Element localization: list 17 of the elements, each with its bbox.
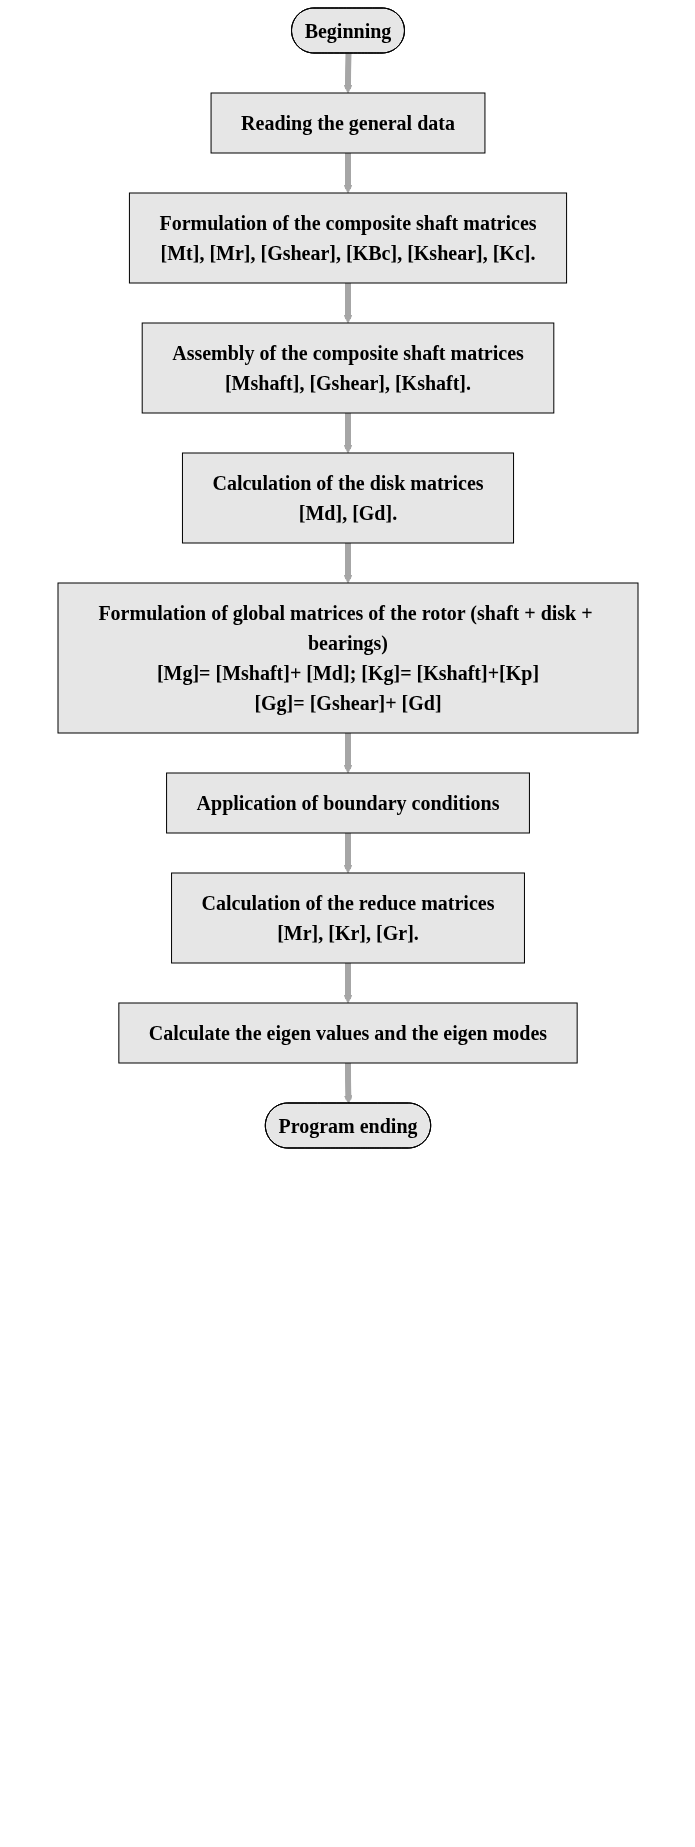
node-box: Calculate the eigen values and the eigen modes xyxy=(117,1002,578,1064)
node-box: Calculation of the reduce matrices [Mr], [Kr], [Gr]. xyxy=(170,872,525,964)
arrow xyxy=(343,153,352,194)
arrow xyxy=(343,543,352,584)
node-box: Assembly of the composite shaft matrices [Mshaft], [Gshear], [Kshaft]. xyxy=(141,322,554,414)
node-box: Reading the general data xyxy=(210,92,485,154)
arrow xyxy=(343,1063,353,1104)
node-box: Formulation of global matrices of the rotor (shaft + disk + bearings) [Mg]= [Mshaft]+ [Md]; [Kg]= [Kshaft]+[Kp] [Gg]= [Gshear]+ [Gd] xyxy=(57,582,638,734)
node-box: Application of boundary conditions xyxy=(165,772,530,834)
arrow xyxy=(343,413,352,454)
arrow xyxy=(343,963,352,1004)
node-box: Formulation of the composite shaft matrices [Mt], [Mr], [Gshear], [KBc], [Kshear], [Kc]. xyxy=(128,192,567,284)
node-box: Calculation of the disk matrices [Md], [Gd]. xyxy=(181,452,514,544)
arrow xyxy=(343,53,352,94)
arrow xyxy=(343,733,352,774)
arrow xyxy=(343,283,352,324)
arrow xyxy=(343,833,352,874)
